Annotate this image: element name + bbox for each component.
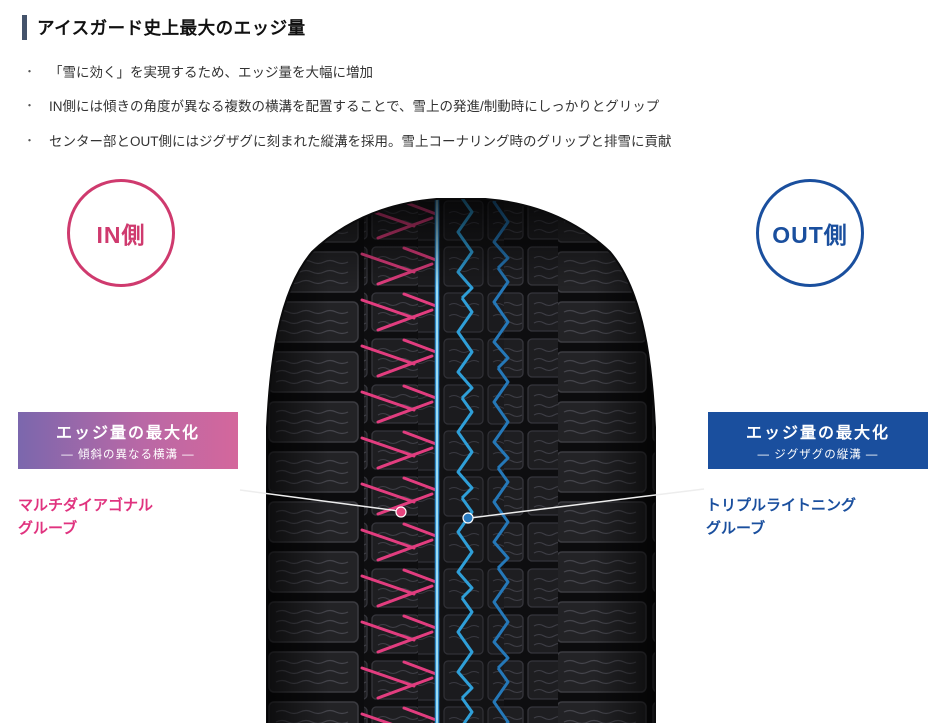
left-callout-box: エッジ量の最大化 ― 傾斜の異なる横溝 ―: [18, 412, 238, 469]
right-callout-title: エッジ量の最大化: [745, 425, 890, 442]
out-side-badge: OUT側: [756, 179, 864, 287]
left-groove-caption-line1: マルチダイアゴナル: [18, 497, 154, 514]
out-side-label: OUT側: [772, 222, 848, 248]
feature-bullet-list: ・ 「雪に効く」を実現するため、エッジ量を大幅に増加 ・ IN側には傾きの角度が…: [24, 63, 672, 166]
left-callout-subtitle: ― 傾斜の異なる横溝 ―: [61, 449, 195, 461]
bullet-marker: ・: [24, 100, 35, 113]
bullet-marker: ・: [24, 66, 35, 78]
right-callout-subtitle: ― ジグザグの縦溝 ―: [757, 449, 879, 461]
header-accent-bar: [22, 15, 27, 40]
right-groove-caption-line2: グルーブ: [706, 520, 766, 538]
right-groove-caption: トリプルライトニング グルーブ: [706, 494, 856, 541]
page-title: アイスガード史上最大のエッジ量: [37, 18, 306, 38]
right-callout-box: エッジ量の最大化 ― ジグザグの縦溝 ―: [708, 412, 928, 469]
bullet-item: ・ 「雪に効く」を実現するため、エッジ量を大幅に増加: [24, 63, 672, 83]
left-groove-caption-line2: グルーブ: [18, 520, 78, 538]
bullet-item: ・ IN側には傾きの角度が異なる複数の横溝を配置することで、雪上の発進/制動時に…: [24, 97, 672, 117]
bullet-text: 「雪に効く」を実現するため、エッジ量を大幅に増加: [49, 65, 373, 80]
bullet-text: IN側には傾きの角度が異なる複数の横溝を配置することで、雪上の発進/制動時にしっ…: [49, 99, 660, 115]
in-side-badge: IN側: [67, 179, 175, 287]
tire-tread-image: [266, 198, 656, 723]
right-groove-caption-line1: トリプルライトニング: [706, 497, 857, 514]
left-callout-title: エッジ量の最大化: [55, 425, 200, 442]
section-header: アイスガード史上最大のエッジ量: [22, 15, 306, 40]
left-groove-caption: マルチダイアゴナル グルーブ: [18, 494, 153, 541]
bullet-marker: ・: [24, 134, 35, 147]
bullet-item: ・ センター部とOUT側にはジグザグに刻まれた縦溝を採用。雪上コーナリング時のグ…: [24, 132, 672, 152]
bullet-text: センター部とOUT側にはジグザグに刻まれた縦溝を採用。雪上コーナリング時のグリッ…: [49, 133, 672, 149]
in-side-label: IN側: [96, 222, 146, 248]
